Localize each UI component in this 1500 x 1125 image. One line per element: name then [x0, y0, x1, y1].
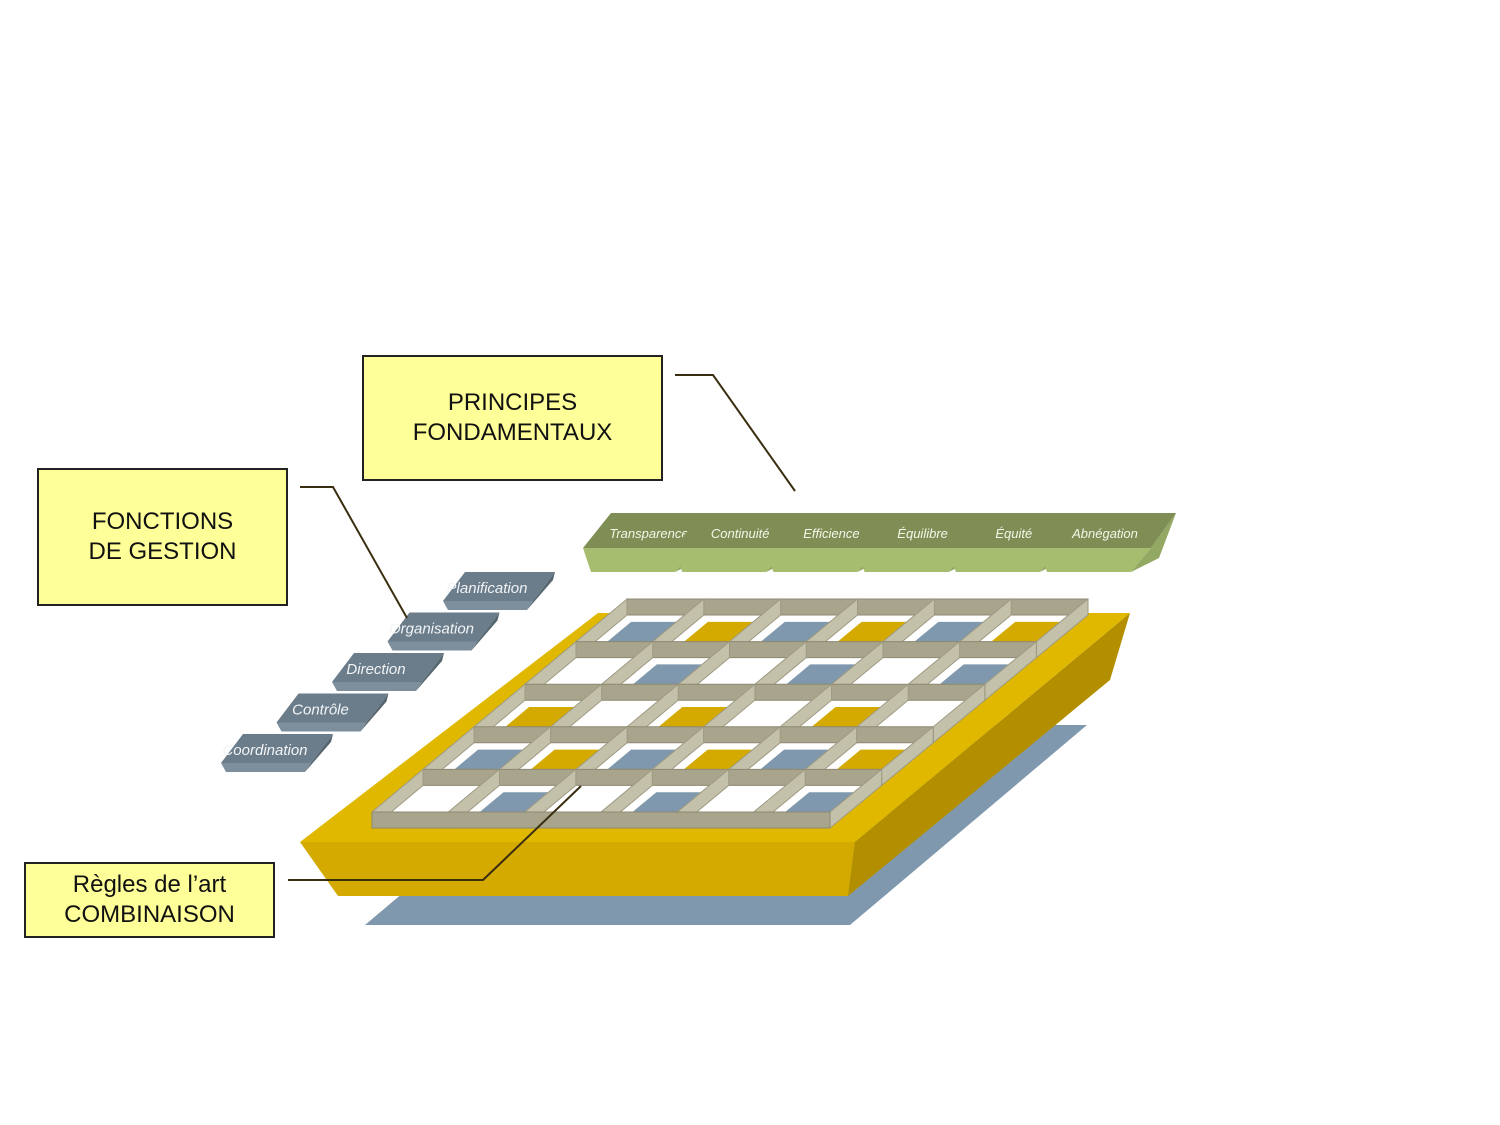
principe-label: Équilibre	[897, 526, 948, 541]
leader-line-fonctions	[300, 486, 408, 619]
principes-label-box: PRINCIPES FONDAMENTAUX	[362, 355, 663, 481]
regles-label-box: Règles de l’art COMBINAISON	[24, 862, 275, 938]
fonctions-label-box: FONCTIONS DE GESTION	[37, 468, 288, 606]
regles-label-line1: Règles de l’art	[72, 871, 227, 898]
fonction-tile-top	[332, 653, 444, 682]
fonction-tile: Organisation	[387, 612, 500, 651]
fonction-tile: Planification	[443, 572, 555, 610]
fonction-tile-side	[443, 601, 533, 610]
tray-front-face	[300, 842, 855, 896]
fonction-tile-edge	[416, 653, 444, 691]
fonction-tile-edge	[527, 572, 555, 610]
leader-line-principes	[675, 374, 796, 492]
fonctions-label-line2: DE GESTION	[88, 538, 237, 565]
fonction-label: Direction	[346, 661, 405, 678]
principes-label-line1: PRINCIPES	[447, 389, 578, 416]
fonction-tile-top	[443, 572, 555, 601]
fonction-tile: Direction	[332, 653, 444, 691]
fonction-tile-side	[387, 641, 478, 651]
principe-tile-front	[856, 548, 969, 572]
tray-right-face	[848, 613, 1130, 896]
principe-tile-front	[1039, 548, 1151, 572]
fonction-tile-edge	[305, 734, 333, 772]
principe-tile-front	[765, 548, 878, 572]
principes-label-line2: FONDAMENTAUX	[412, 419, 613, 446]
principe-tile-front	[583, 548, 695, 572]
principes-tiles: Transparence Continuité Efficience Équilibr…	[583, 513, 1176, 572]
fonction-tile: Coordination	[221, 734, 333, 772]
principe-tile-side	[1131, 513, 1176, 572]
fonction-tile-side	[221, 763, 311, 772]
fonction-tile-edge	[471, 612, 500, 651]
grid-row-wall	[371, 811, 831, 829]
principe-label: Équité	[995, 526, 1032, 541]
principe-tile-front	[674, 548, 787, 572]
fonction-tile-top	[276, 693, 389, 723]
principe-label: Efficience	[803, 526, 859, 541]
fonction-tile-side	[276, 722, 367, 732]
principe-label: Abnégation	[1071, 526, 1138, 541]
fonctions-label-line1: FONCTIONS	[91, 508, 234, 535]
fonction-tile-side	[332, 682, 422, 691]
fonction-label: Contrôle	[292, 702, 349, 719]
regles-label-line2: COMBINAISON	[64, 901, 235, 928]
principe-label: Transparence	[609, 526, 688, 541]
fonctions-tiles: PlanificationOrganisationDirectionContrô…	[221, 572, 555, 772]
fonction-tile-edge	[360, 693, 389, 732]
leader-line-regles	[288, 785, 582, 881]
grid-walls	[371, 597, 1089, 830]
fonction-tile-top	[221, 734, 333, 763]
principe-tile: Abnégation	[1039, 513, 1176, 572]
principe-label: Continuité	[711, 526, 770, 541]
fonction-label: Planification	[447, 580, 528, 597]
fonction-tile-top	[387, 612, 500, 642]
fonction-label: Coordination	[222, 742, 307, 759]
principe-tile-front	[947, 548, 1060, 572]
principe-tile-top	[1039, 513, 1176, 548]
fonction-tile: Contrôle	[276, 693, 389, 732]
fonction-label: Organisation	[389, 621, 474, 638]
